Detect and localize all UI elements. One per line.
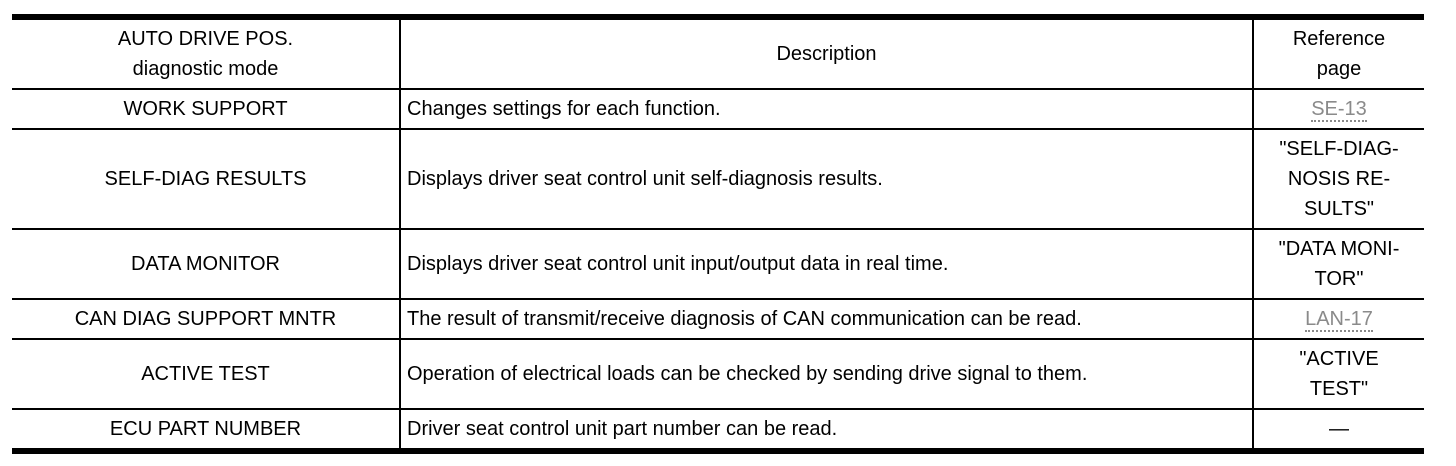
cell-reference: LAN-17 [1253,299,1424,339]
cell-mode: SELF-DIAG RESULTS [12,129,401,229]
reference-link-lan-17[interactable]: LAN-17 [1305,308,1373,332]
table-row-can-diag-support-mntr: CAN DIAG SUPPORT MNTR The result of tran… [12,299,1424,339]
table-row-ecu-part-number: ECU PART NUMBER Driver seat control unit… [12,409,1424,451]
cell-description: The result of transmit/receive diagnosis… [400,299,1254,339]
column-header-diagnostic-mode: AUTO DRIVE POS. diagnostic mode [12,17,401,89]
cell-mode: DATA MONITOR [12,229,401,299]
diagnostic-mode-table: AUTO DRIVE POS. diagnostic mode Descript… [12,14,1424,454]
cell-description: Driver seat control unit part number can… [400,409,1254,451]
column-header-description: Description [400,17,1254,89]
cell-reference: "ACTIVE TEST" [1299,348,1379,400]
cell-mode: ACTIVE TEST [12,339,401,409]
cell-reference-em-dash: — [1329,418,1349,440]
table-row-work-support: WORK SUPPORT Changes settings for each f… [12,89,1424,129]
cell-description: Displays driver seat control unit self-d… [400,129,1254,229]
table-row-active-test: ACTIVE TEST Operation of electrical load… [12,339,1424,409]
cell-mode: WORK SUPPORT [12,89,401,129]
table-row-self-diag-results: SELF-DIAG RESULTS Displays driver seat c… [12,129,1424,229]
cell-mode: ECU PART NUMBER [12,409,401,451]
cell-description: Changes settings for each function. [400,89,1254,129]
cell-reference: "DATA MONI- TOR" [1278,238,1400,290]
table-header-row: AUTO DRIVE POS. diagnostic mode Descript… [12,17,1424,89]
cell-description: Displays driver seat control unit input/… [400,229,1254,299]
cell-reference: SE-13 [1253,89,1424,129]
reference-link-se-13[interactable]: SE-13 [1311,98,1367,122]
cell-reference: "SELF-DIAG- NOSIS RE- SULTS" [1279,138,1399,220]
cell-mode: CAN DIAG SUPPORT MNTR [12,299,401,339]
cell-description: Operation of electrical loads can be che… [400,339,1254,409]
table-row-data-monitor: DATA MONITOR Displays driver seat contro… [12,229,1424,299]
column-header-reference-page: Reference page [1292,28,1386,80]
